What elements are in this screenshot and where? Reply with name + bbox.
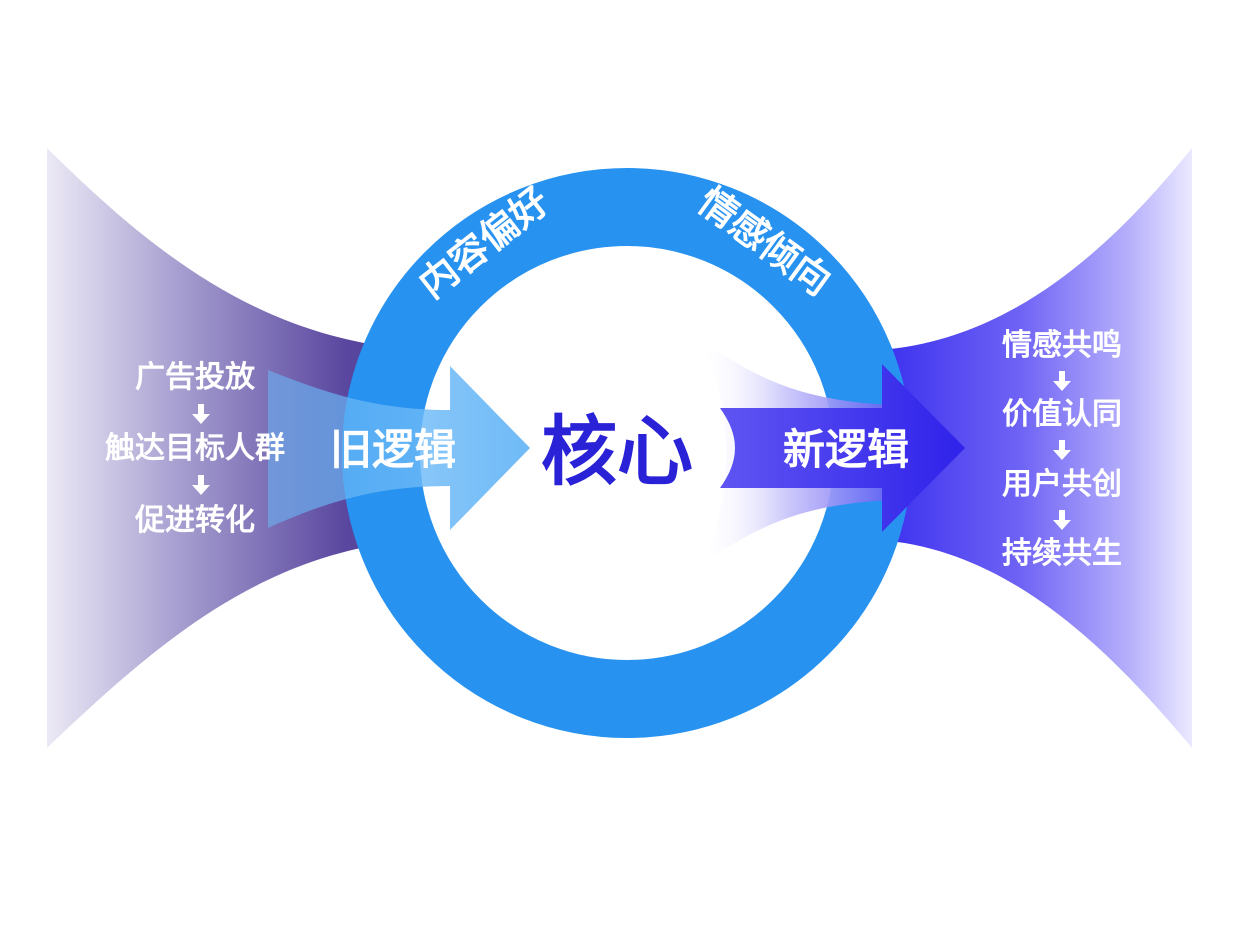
new-step-1: 情感共鸣 (1002, 328, 1122, 363)
old-logic-label: 旧逻辑 (330, 425, 456, 474)
old-logic-arrow (268, 366, 530, 530)
down-arrow-icon (1053, 371, 1071, 391)
down-arrow-icon (192, 475, 210, 495)
new-logic-funnel (880, 148, 1192, 748)
old-step-2: 触达目标人群 (105, 431, 285, 466)
down-arrow-icon (1053, 510, 1071, 530)
new-logic-arrow (720, 364, 965, 532)
old-step-3: 促进转化 (134, 503, 255, 538)
old-step-1: 广告投放 (135, 360, 256, 395)
core-label: 核心 (541, 407, 693, 496)
new-step-2: 价值认同 (1002, 397, 1122, 432)
new-logic-label: 新逻辑 (783, 425, 909, 474)
old-logic-funnel (47, 148, 420, 748)
new-step-4: 持续共生 (1002, 536, 1122, 571)
down-arrow-icon (1053, 440, 1071, 460)
new-logic-steps: 情感共鸣 价值认同 用户共创 持续共生 (1002, 328, 1122, 571)
new-step-3: 用户共创 (1002, 467, 1122, 502)
core-circle (421, 247, 833, 659)
down-arrow-icon (192, 404, 210, 424)
old-logic-steps: 广告投放 触达目标人群 促进转化 (105, 360, 285, 538)
